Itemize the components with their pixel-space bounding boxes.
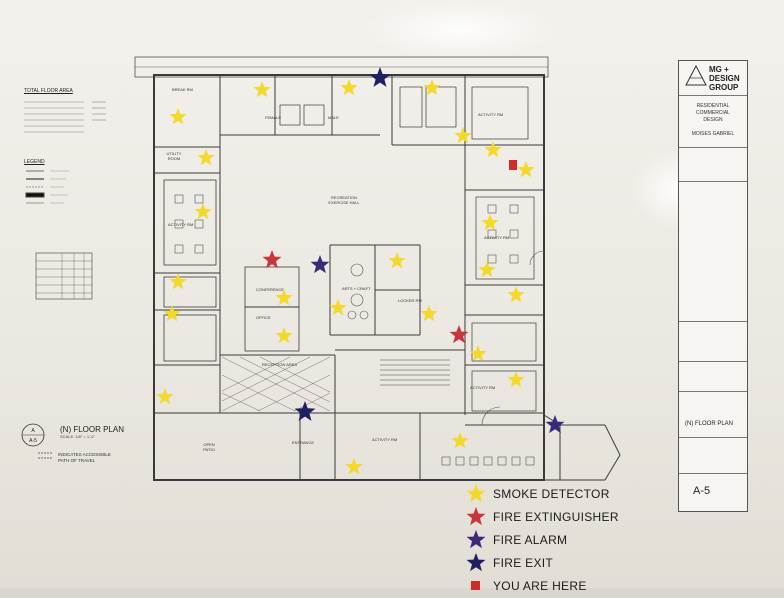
fire-alarm-star-icon (310, 255, 330, 274)
plan-title: (N) FLOOR PLAN (60, 425, 125, 434)
room-label-activity: ACTIVITY RM (372, 437, 398, 442)
room-label-activity: ACTIVITY RM (168, 222, 194, 227)
logo-icon (685, 65, 707, 86)
you-are-here-marker (509, 160, 517, 170)
sheet-number: A-5 (693, 485, 711, 497)
sheet-reference-circle: A A-5 (21, 423, 45, 447)
room-label-conference: CONFERENCE (256, 287, 285, 292)
room-label-break: BREAK RM (172, 87, 193, 92)
room-label-entrance: ENTRANCE (292, 440, 315, 445)
smoke-detector-star-icon (507, 371, 525, 388)
left-notes: TOTAL FLOOR AREA LEGEND (24, 88, 119, 230)
smoke-detector-star-icon (507, 286, 525, 303)
room-label-arts: ARTS + CRAFT (342, 286, 371, 291)
smoke-detector-star-icon (194, 203, 212, 220)
legend-label-smoke-detector: SMOKE DETECTOR (493, 487, 610, 501)
legend-row: FIRE EXTINGUISHER (463, 506, 643, 529)
smoke-detector-star-icon (484, 141, 502, 158)
yellow-star-icon (466, 484, 486, 503)
smoke-detector-star-icon (275, 289, 293, 306)
smoke-detector-star-icon (253, 81, 271, 98)
fire-extinguisher-star-icon (262, 250, 282, 269)
plan-scale: SCALE: 1/8" = 1'-0" (60, 434, 95, 439)
smoke-detector-star-icon (169, 273, 187, 290)
legend-label-fire-alarm: FIRE ALARM (493, 533, 568, 547)
smoke-detector-star-icon (169, 108, 187, 125)
title-block-plan-title: (N) FLOOR PLAN (685, 421, 734, 427)
fire-alarm-stars (310, 255, 565, 434)
fire-extinguisher-stars (262, 250, 469, 344)
smoke-detector-star-icon (517, 161, 535, 178)
photo-glare (360, 0, 560, 60)
room-label-office: OFFICE (256, 315, 271, 320)
room-label-activity: ACTIVITY RM (478, 112, 504, 117)
smoke-detector-star-icon (345, 458, 363, 475)
smoke-detector-stars (156, 79, 535, 475)
room-label-activity: ACTIVITY RM (484, 235, 510, 240)
floor-area-heading: TOTAL FLOOR AREA (24, 88, 73, 94)
room-label-recreation: RECREATION EXERCISE HALL (328, 195, 360, 205)
svg-text:A: A (31, 428, 35, 434)
fire-exit-star-icon (294, 401, 316, 421)
red-square-icon (471, 581, 480, 590)
project-line-1: RESIDENTIAL (696, 103, 730, 109)
logo-name: MG + DESIGN GROUP (709, 65, 740, 92)
accessible-path-note: INDICATES ACCESSIBLE PATH OF TRAVEL (58, 452, 111, 463)
project-line-3: DESIGN (703, 117, 723, 123)
line-legend (25, 170, 69, 204)
fire-exit-star-icon (369, 67, 391, 87)
smoke-detector-star-icon (423, 79, 441, 96)
room-label-reception: RECEPTION AREA (262, 362, 298, 367)
red-star-icon (466, 507, 486, 526)
fire-exit-stars (294, 67, 391, 421)
room-label-female: FEMALE (265, 115, 282, 120)
designer-name: MOISES GABRIEL (691, 131, 735, 137)
fire-alarm-star-icon (545, 415, 565, 434)
title-block: MG + DESIGN GROUP RESIDENTIAL COMMERCIAL… (678, 60, 748, 512)
navy-star-icon (466, 553, 486, 572)
accessible-path-icon (38, 452, 52, 459)
room-label-activity: ACTIVITY RM (470, 385, 496, 390)
room-label-utility: UTILITY ROOM (166, 151, 182, 161)
symbol-legend: SMOKE DETECTOR FIRE EXTINGUISHER FIRE AL… (463, 483, 643, 598)
legend-row: SMOKE DETECTOR (463, 483, 643, 506)
smoke-detector-star-icon (388, 252, 406, 269)
legend-label-fire-exit: FIRE EXIT (493, 556, 554, 570)
room-label-locker: LOCKER RM (398, 298, 422, 303)
room-label-open-patio: OPEN PATIO (203, 442, 215, 452)
legend-row: FIRE EXIT (463, 552, 643, 575)
sheet-ref-text: A-5 (29, 438, 37, 444)
smoke-detector-star-icon (197, 149, 215, 166)
smoke-detector-star-icon (420, 305, 438, 322)
floor-area-table (24, 101, 106, 133)
smoke-detector-star-icon (481, 214, 499, 231)
smoke-detector-star-icon (451, 432, 469, 449)
smoke-detector-star-icon (469, 345, 487, 362)
smoke-detector-star-icon (156, 388, 174, 405)
smoke-detector-star-icon (329, 299, 347, 316)
smoke-detector-star-icon (340, 79, 358, 96)
smoke-detector-star-icon (163, 305, 181, 322)
smoke-detector-star-icon (454, 127, 472, 144)
fire-extinguisher-star-icon (449, 325, 469, 344)
floor-plan-drawing (134, 56, 621, 481)
smoke-detector-star-icon (478, 261, 496, 278)
legend-label-you-are-here: YOU ARE HERE (493, 579, 587, 593)
legend-row: FIRE ALARM (463, 529, 643, 552)
purple-star-icon (466, 530, 486, 549)
legend-notes-heading: LEGEND (24, 159, 45, 165)
legend-label-fire-extinguisher: FIRE EXTINGUISHER (493, 510, 619, 524)
legend-row: YOU ARE HERE (463, 575, 643, 598)
occupancy-table (35, 252, 93, 300)
project-line-2: COMMERCIAL (696, 110, 730, 116)
room-label-male: MALE (328, 115, 339, 120)
smoke-detector-star-icon (275, 327, 293, 344)
